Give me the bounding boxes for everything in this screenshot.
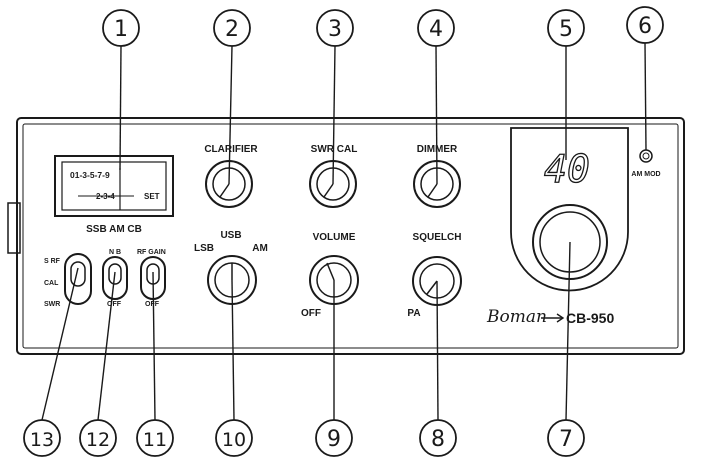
leader-line-11 [152, 271, 156, 421]
leader-line-4 [435, 45, 438, 185]
cal-label: CAL [44, 280, 59, 287]
swr-cal-label: SWR CAL [311, 144, 358, 155]
leader-line-7 [565, 241, 571, 421]
signal-meter-bezel [54, 155, 174, 217]
volume-off-label: OFF [301, 308, 321, 319]
leader-line-8 [436, 280, 439, 421]
lsb-label: LSB [194, 243, 214, 254]
meter-scale-top: 01-3-5-7-9 [70, 170, 110, 180]
am-mod-indicator-light [639, 149, 653, 163]
model-number: CB-950 [566, 310, 614, 326]
noise-blanker-switch[interactable] [102, 256, 128, 300]
callout-1: 1 [114, 17, 128, 42]
callout-12: 12 [86, 429, 110, 451]
leader-line-12 [97, 271, 116, 421]
callout-11: 11 [143, 429, 167, 451]
callout-8: 8 [431, 427, 445, 452]
squelch-label: SQUELCH [413, 232, 462, 243]
rf-gain-off-label: OFF [145, 301, 160, 308]
clarifier-label: CLARIFIER [204, 144, 258, 155]
leader-line-10 [231, 279, 235, 421]
channel-housing [510, 127, 629, 292]
signal-meter-window [61, 161, 167, 211]
rf-gain-label: RF GAIN [137, 249, 166, 256]
nb-label: N B [109, 249, 121, 256]
leader-line-3 [332, 45, 336, 185]
callout-9: 9 [327, 427, 341, 452]
volume-label: VOLUME [313, 232, 356, 243]
callout-3: 3 [328, 17, 342, 42]
meter-caption: SSB AM CB [86, 224, 142, 235]
front-panel [22, 123, 679, 349]
leader-line-13 [41, 267, 79, 421]
swr-label: SWR [44, 301, 60, 308]
leader-line-1 [119, 45, 122, 171]
pa-label: PA [407, 308, 420, 319]
callout-6: 6 [638, 14, 652, 39]
brand-name: Boman [486, 307, 547, 327]
callout-4: 4 [429, 17, 443, 42]
callout-7: 7 [559, 427, 573, 452]
am-mod-label: AM MOD [631, 171, 660, 178]
callout-10: 10 [222, 429, 246, 451]
dimmer-label: DIMMER [417, 144, 458, 155]
s-rf-label: S RF [44, 258, 61, 265]
channel-display: 40 [544, 147, 590, 191]
meter-function-switch[interactable] [64, 253, 92, 305]
meter-scale-bottom: 2-3-4 [96, 192, 115, 201]
radio-chassis [16, 117, 685, 355]
usb-label: USB [220, 230, 241, 241]
leader-line-6 [644, 42, 647, 151]
callout-5: 5 [559, 17, 573, 42]
nb-off-label: OFF [107, 301, 122, 308]
side-mount-bracket [7, 202, 21, 254]
callout-13: 13 [30, 429, 54, 451]
am-label: AM [252, 243, 268, 254]
callout-2: 2 [225, 17, 239, 42]
meter-scale-set: SET [144, 192, 160, 201]
leader-line-2 [228, 45, 233, 185]
